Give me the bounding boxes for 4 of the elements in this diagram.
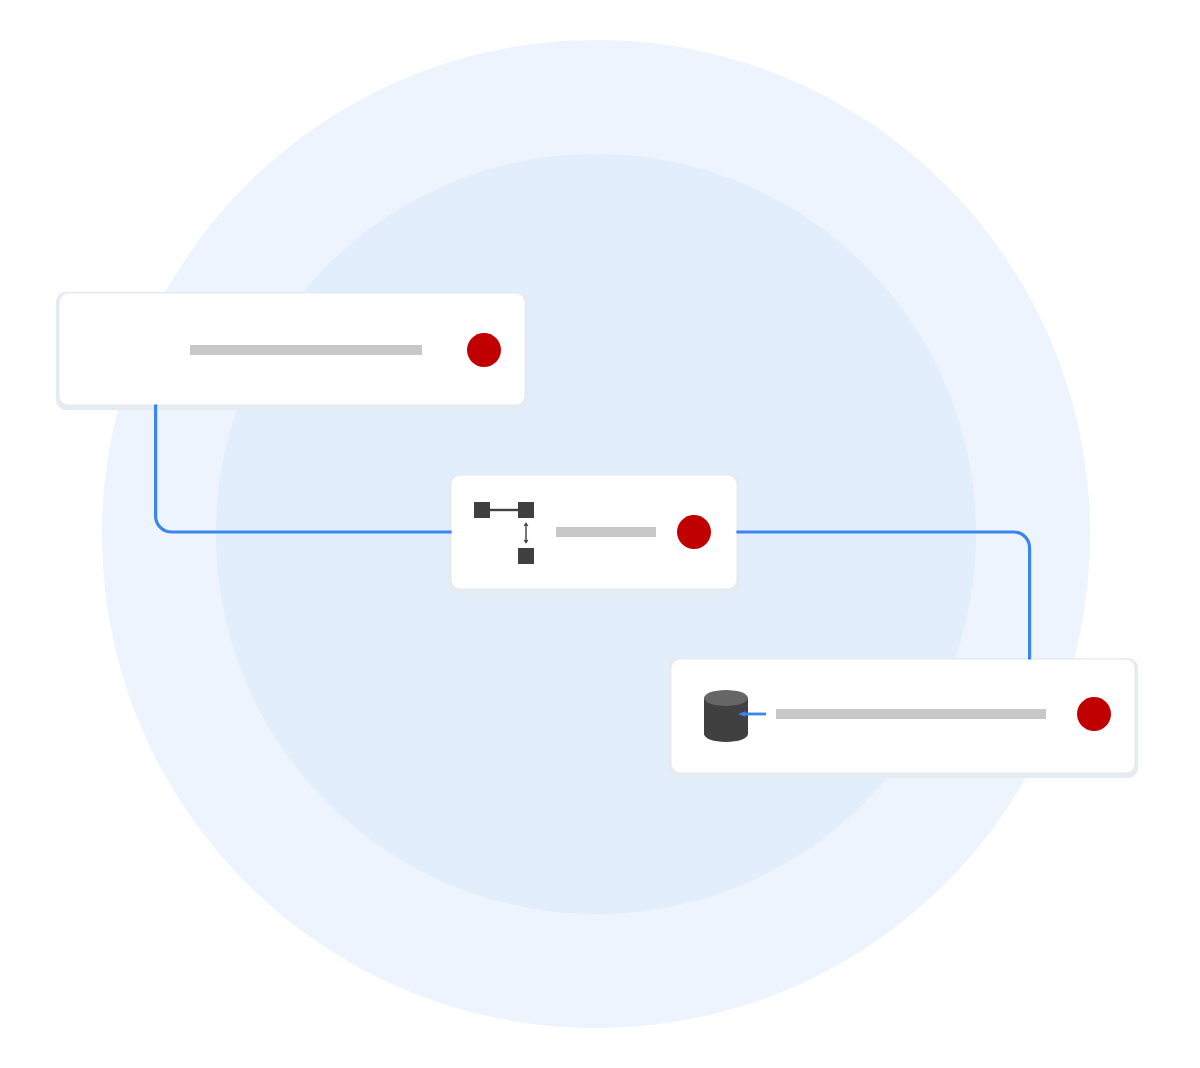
card: [56, 292, 528, 410]
card: [448, 474, 740, 594]
connector-line: [736, 530, 1032, 660]
connector-line: [154, 404, 452, 534]
